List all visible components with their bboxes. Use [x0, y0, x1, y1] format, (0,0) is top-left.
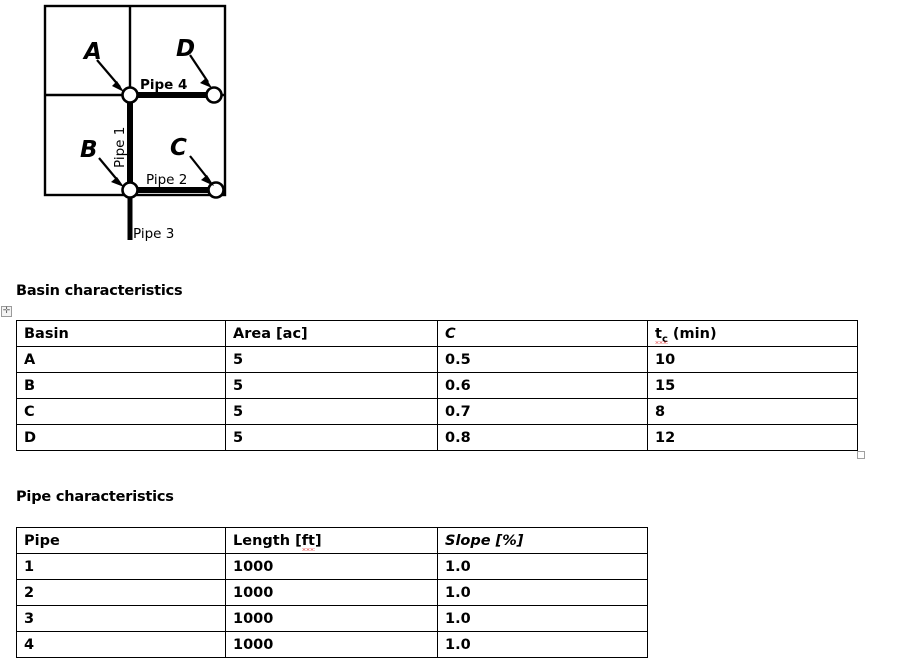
basin-label-a: A: [82, 39, 102, 65]
table-resize-handle[interactable]: [857, 451, 865, 459]
cell-basin: C: [16, 398, 226, 425]
cell-basin: A: [16, 346, 226, 373]
basin-characteristics-table: Basin Area [ac] C tc (min) A 5 0.5 10 B …: [16, 320, 858, 451]
cell-c: 0.6: [437, 372, 648, 399]
arrow-basin-c: [189, 155, 214, 186]
cell-slope: 1.0: [437, 631, 648, 658]
basin-label-c: C: [170, 135, 187, 161]
basin-col-header: Basin: [16, 320, 226, 347]
table-row: D 5 0.8 12: [16, 424, 858, 451]
pipe-label-3: Pipe 3: [133, 226, 174, 242]
tc-subscript: c: [661, 333, 668, 345]
cell-pipe: 4: [16, 631, 226, 658]
cell-c: 0.7: [437, 398, 648, 425]
cell-length: 1000: [225, 631, 438, 658]
basin-leader-arrows: [96, 54, 214, 187]
tc-base: t: [655, 325, 662, 342]
pipe-junction-nodes: [121, 86, 225, 199]
pipe-label-4: Pipe 4: [140, 77, 187, 93]
pipe-label-1: Pipe 1: [112, 127, 128, 168]
arrow-basin-d: [189, 54, 212, 88]
pipe-label-2: Pipe 2: [146, 172, 187, 188]
cell-slope: 1.0: [437, 605, 648, 632]
basin-label-b: B: [80, 137, 98, 163]
table-row: 4 1000 1.0: [16, 631, 648, 658]
basin-pipe-diagram: A D B C Pipe 4 Pipe 2 Pipe 3 Pipe 1: [0, 0, 300, 265]
junction-node-upper-right: [205, 86, 223, 104]
cell-area: 5: [225, 346, 438, 373]
runoff-coefficient-col-header: C: [437, 320, 648, 347]
table-row: B 5 0.6 15: [16, 372, 858, 399]
cell-length: 1000: [225, 553, 438, 580]
time-of-concentration-col-header: tc (min): [647, 320, 858, 347]
cell-basin: B: [16, 372, 226, 399]
basin-label-d: D: [176, 36, 195, 62]
cell-pipe: 2: [16, 579, 226, 606]
cell-tc: 8: [647, 398, 858, 425]
junction-node-lower-right: [207, 181, 225, 199]
basin-characteristics-heading: Basin characteristics: [16, 283, 183, 299]
tc-symbol: tc: [655, 325, 668, 345]
junction-node-upper-left: [121, 86, 139, 104]
arrow-basin-b: [98, 157, 124, 187]
cell-c: 0.5: [437, 346, 648, 373]
length-prefix: Length [: [233, 532, 302, 549]
cell-area: 5: [225, 398, 438, 425]
pipe-col-header: Pipe: [16, 527, 226, 554]
cell-area: 5: [225, 424, 438, 451]
arrow-basin-a: [96, 59, 124, 92]
cell-basin: D: [16, 424, 226, 451]
cell-pipe: 3: [16, 605, 226, 632]
cell-tc: 15: [647, 372, 858, 399]
table-row: C 5 0.7 8: [16, 398, 858, 425]
table-row: 1 1000 1.0: [16, 553, 648, 580]
length-unit-flagged: ft: [301, 532, 316, 551]
table-header-row: Basin Area [ac] C tc (min): [16, 320, 858, 347]
table-row: A 5 0.5 10: [16, 346, 858, 373]
length-suffix: ]: [314, 532, 322, 549]
cell-length: 1000: [225, 605, 438, 632]
cell-length: 1000: [225, 579, 438, 606]
cell-slope: 1.0: [437, 553, 648, 580]
cell-tc: 12: [647, 424, 858, 451]
junction-node-lower-left: [121, 181, 139, 199]
cell-c: 0.8: [437, 424, 648, 451]
slope-col-header: Slope [%]: [437, 527, 648, 554]
table-move-handle[interactable]: ✛: [1, 306, 12, 317]
table-row: 3 1000 1.0: [16, 605, 648, 632]
tc-units: (min): [667, 325, 717, 342]
cell-tc: 10: [647, 346, 858, 373]
cell-slope: 1.0: [437, 579, 648, 606]
area-col-header: Area [ac]: [225, 320, 438, 347]
table-header-row: Pipe Length [ft] Slope [%]: [16, 527, 648, 554]
table-row: 2 1000 1.0: [16, 579, 648, 606]
cell-pipe: 1: [16, 553, 226, 580]
length-col-header: Length [ft]: [225, 527, 438, 554]
pipe-characteristics-table: Pipe Length [ft] Slope [%] 1 1000 1.0 2 …: [16, 527, 648, 658]
pipe-characteristics-heading: Pipe characteristics: [16, 489, 174, 505]
cell-area: 5: [225, 372, 438, 399]
